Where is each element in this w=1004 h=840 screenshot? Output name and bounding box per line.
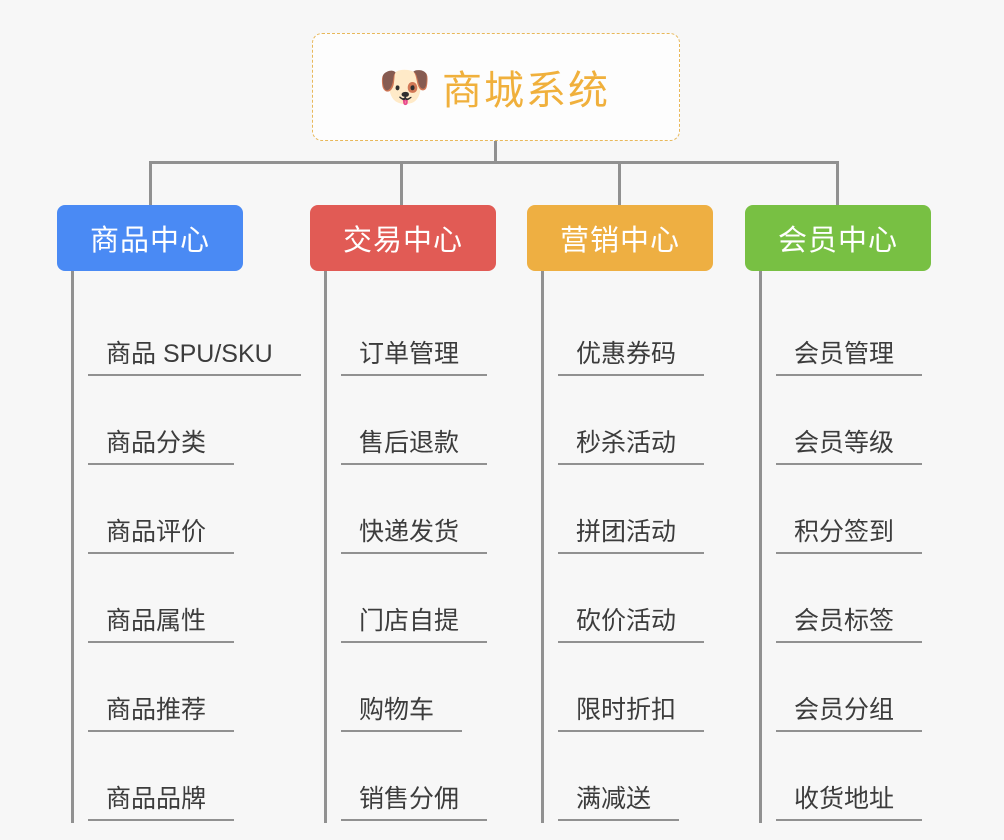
list-item-label: 门店自提: [341, 607, 488, 643]
list-item[interactable]: 订单管理: [327, 289, 522, 378]
list-item[interactable]: 积分签到: [762, 467, 955, 556]
list-item[interactable]: 快递发货: [327, 467, 522, 556]
connector-root-stem: [494, 141, 497, 163]
list-item[interactable]: 收货地址: [762, 734, 955, 823]
list-item[interactable]: 商品品牌: [74, 734, 309, 823]
list-item-label: 商品属性: [88, 607, 235, 643]
list-item[interactable]: 限时折扣: [544, 645, 737, 734]
list-item-label: 砍价活动: [558, 607, 705, 643]
list-item[interactable]: 购物车: [327, 645, 522, 734]
category-column-marketing: 营销中心 优惠券码 秒杀活动 拼团活动 砍价活动 限时折扣 满减送: [527, 205, 737, 823]
list-item[interactable]: 会员管理: [762, 289, 955, 378]
list-item-label: 购物车: [341, 696, 463, 732]
list-item[interactable]: 优惠券码: [544, 289, 737, 378]
connector-drop-3: [618, 161, 621, 207]
list-item-label: 积分签到: [776, 518, 923, 554]
list-item[interactable]: 满减送: [544, 734, 737, 823]
list-item-label: 商品推荐: [88, 696, 235, 732]
list-item-label: 优惠券码: [558, 340, 705, 376]
list-item-label: 商品品牌: [88, 785, 235, 821]
list-item-label: 会员管理: [776, 340, 923, 376]
category-header-label: 商品中心: [89, 225, 210, 257]
category-header-label: 营销中心: [559, 225, 680, 257]
list-item[interactable]: 秒杀活动: [544, 378, 737, 467]
list-item[interactable]: 商品分类: [74, 378, 309, 467]
list-item[interactable]: 商品推荐: [74, 645, 309, 734]
connector-drop-1: [149, 161, 152, 207]
list-item-label: 销售分佣: [341, 785, 488, 821]
list-item-label: 会员等级: [776, 429, 923, 465]
list-item[interactable]: 砍价活动: [544, 556, 737, 645]
list-item[interactable]: 售后退款: [327, 378, 522, 467]
list-item[interactable]: 商品属性: [74, 556, 309, 645]
item-list-marketing: 优惠券码 秒杀活动 拼团活动 砍价活动 限时折扣 满减送: [541, 271, 737, 823]
item-list-product: 商品 SPU/SKU 商品分类 商品评价 商品属性 商品推荐 商品品牌: [71, 271, 309, 823]
list-item[interactable]: 拼团活动: [544, 467, 737, 556]
category-column-trade: 交易中心 订单管理 售后退款 快递发货 门店自提 购物车 销售分佣: [310, 205, 522, 823]
list-item[interactable]: 门店自提: [327, 556, 522, 645]
list-item-label: 售后退款: [341, 429, 488, 465]
connector-horizontal-bus: [149, 161, 837, 164]
list-item-label: 商品 SPU/SKU: [88, 340, 301, 376]
list-item[interactable]: 会员分组: [762, 645, 955, 734]
list-item[interactable]: 商品评价: [74, 467, 309, 556]
list-item-label: 商品分类: [88, 429, 235, 465]
category-header-label: 会员中心: [777, 225, 898, 257]
category-header-label: 交易中心: [342, 225, 463, 257]
list-item[interactable]: 销售分佣: [327, 734, 522, 823]
list-item-label: 限时折扣: [558, 696, 705, 732]
root-title: 商城系统: [442, 69, 610, 113]
list-item-label: 商品评价: [88, 518, 235, 554]
list-item-label: 快递发货: [341, 518, 488, 554]
list-item-label: 拼团活动: [558, 518, 705, 554]
connector-drop-4: [836, 161, 839, 207]
category-column-product: 商品中心 商品 SPU/SKU 商品分类 商品评价 商品属性 商品推荐 商品品牌: [57, 205, 309, 823]
list-item-label: 会员分组: [776, 696, 923, 732]
shiba-dog-face-icon: 🐶: [378, 63, 432, 110]
list-item-label: 满减送: [558, 785, 680, 821]
category-header-product[interactable]: 商品中心: [57, 205, 243, 271]
root-node[interactable]: 🐶 商城系统: [312, 33, 680, 141]
list-item[interactable]: 会员标签: [762, 556, 955, 645]
category-header-trade[interactable]: 交易中心: [310, 205, 496, 271]
list-item-label: 秒杀活动: [558, 429, 705, 465]
connector-drop-2: [400, 161, 403, 207]
list-item-label: 收货地址: [776, 785, 923, 821]
category-header-member[interactable]: 会员中心: [745, 205, 931, 271]
list-item[interactable]: 会员等级: [762, 378, 955, 467]
list-item-label: 订单管理: [341, 340, 488, 376]
list-item[interactable]: 商品 SPU/SKU: [74, 289, 309, 378]
list-item-label: 会员标签: [776, 607, 923, 643]
item-list-trade: 订单管理 售后退款 快递发货 门店自提 购物车 销售分佣: [324, 271, 522, 823]
category-header-marketing[interactable]: 营销中心: [527, 205, 713, 271]
category-column-member: 会员中心 会员管理 会员等级 积分签到 会员标签 会员分组 收货地址: [745, 205, 955, 823]
item-list-member: 会员管理 会员等级 积分签到 会员标签 会员分组 收货地址: [759, 271, 955, 823]
